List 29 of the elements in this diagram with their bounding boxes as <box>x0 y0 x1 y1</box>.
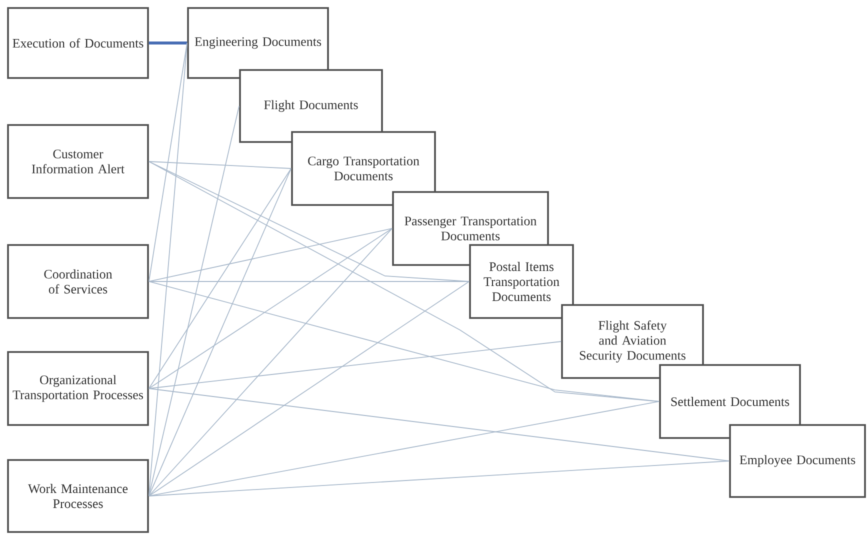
connector-line <box>148 388 730 462</box>
document-box: Flight Documents <box>239 69 383 143</box>
connector-line <box>148 281 660 402</box>
connector-line <box>148 168 292 496</box>
connector-line <box>148 228 393 282</box>
document-box: Cargo Transportation Documents <box>291 131 436 206</box>
document-box: Postal Items Transportation Documents <box>469 244 574 319</box>
connector-line <box>148 460 730 496</box>
connector-line <box>148 42 188 44</box>
connector-line <box>148 42 188 282</box>
connector-line <box>148 401 660 496</box>
connector-line <box>148 281 470 496</box>
document-box: Flight Safety and Aviation Security Documents <box>561 304 704 379</box>
document-box: Settlement Documents <box>659 364 801 439</box>
connector-line <box>148 228 393 389</box>
document-box: Organizational Transportation Processes <box>7 351 149 426</box>
connector-line <box>148 161 292 169</box>
document-box: Customer Information Alert <box>7 124 149 199</box>
connector-line <box>148 281 470 282</box>
connector-line <box>148 106 240 496</box>
connector-line <box>148 341 562 389</box>
connector-line <box>148 228 393 496</box>
connector-line <box>148 42 188 496</box>
document-box: Engineering Documents <box>187 7 329 79</box>
document-box: Coordination of Services <box>7 244 149 319</box>
document-box: Execution of Documents <box>7 7 149 79</box>
document-box: Work Maintenance Processes <box>7 459 149 533</box>
connector-line <box>148 168 292 389</box>
document-box: Employee Documents <box>729 424 866 498</box>
